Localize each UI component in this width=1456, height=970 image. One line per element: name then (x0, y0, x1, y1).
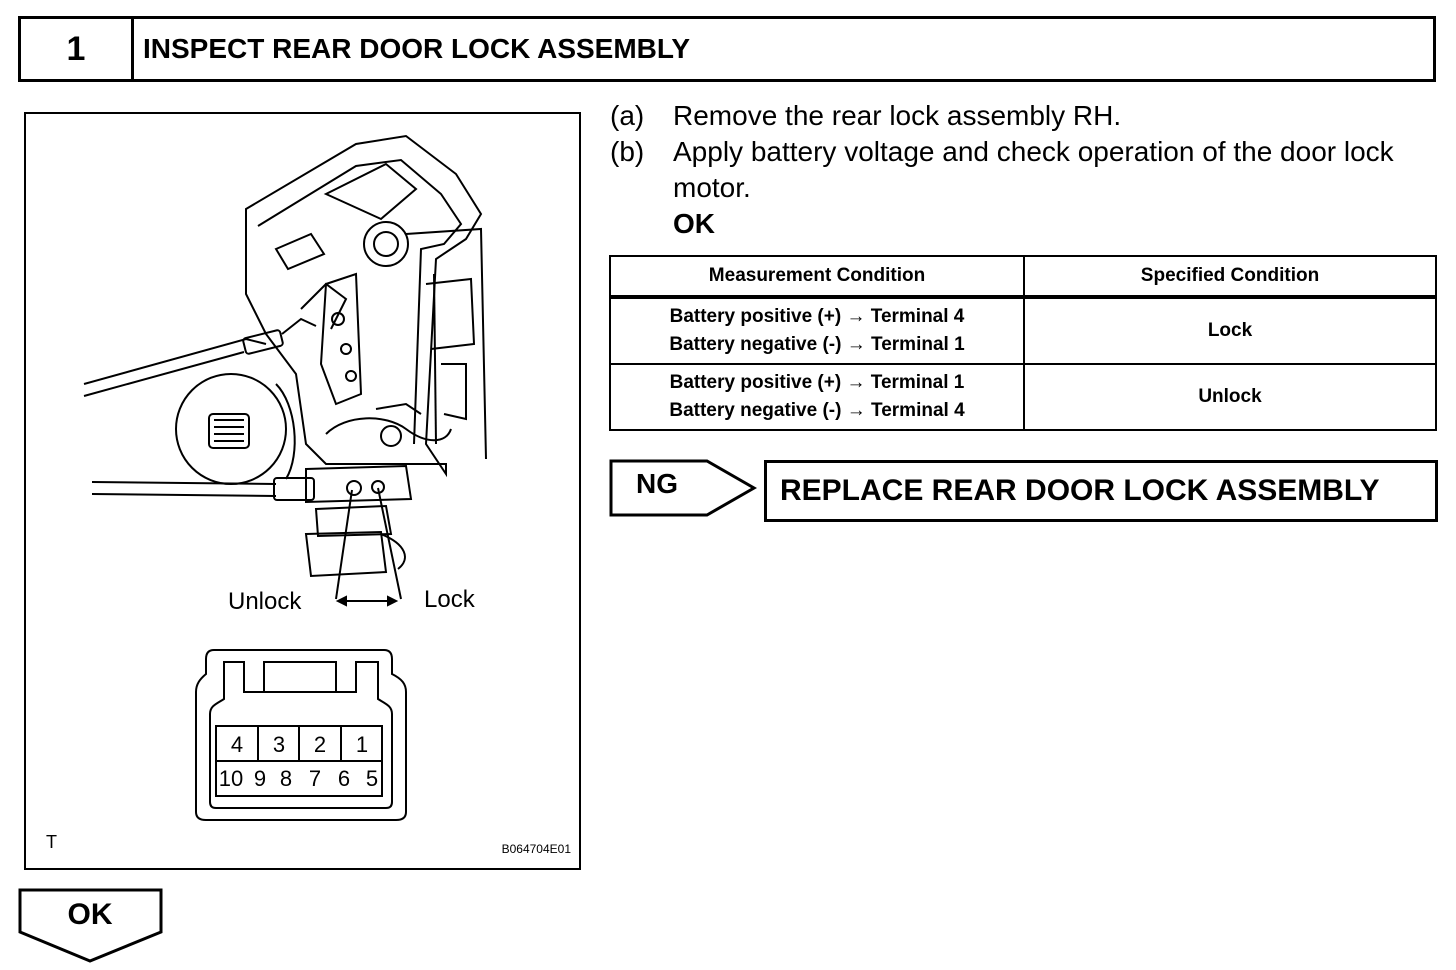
pin-label: 2 (313, 732, 327, 757)
condition-line: Battery positive (+) → Terminal 1 (669, 372, 965, 393)
ng-arrow-tag (609, 459, 757, 517)
column-header: Specified Condition (1023, 255, 1437, 298)
table-header-row: Measurement Condition Specified Conditio… (609, 255, 1437, 298)
ng-action-box: REPLACE REAR DOOR LOCK ASSEMBLY (764, 460, 1438, 522)
procedure-step: (a) Remove the rear lock assembly RH. (610, 98, 1430, 134)
table-row: Battery positive (+) → Terminal 1 Batter… (609, 363, 1437, 431)
pin-label: 5 (365, 766, 379, 791)
pin-label: 8 (279, 766, 293, 791)
pin-label: 3 (272, 732, 286, 757)
procedure-step: (b) Apply battery voltage and check oper… (610, 134, 1430, 206)
pin-label: 10 (218, 766, 244, 791)
pin-label: 9 (253, 766, 267, 791)
pin-label: 7 (308, 766, 322, 791)
ok-label: OK (67, 898, 113, 931)
step-text: Remove the rear lock assembly RH. (673, 100, 1122, 131)
condition-line: Battery positive (+) → Terminal 4 (669, 306, 965, 327)
step-header: 1 INSPECT REAR DOOR LOCK ASSEMBLY (18, 16, 1436, 82)
lock-label: Lock (424, 586, 475, 613)
condition-line: Battery negative (-) → Terminal 1 (669, 334, 965, 355)
table-row: Battery positive (+) → Terminal 4 Batter… (609, 295, 1437, 365)
specified-condition-cell: Lock (1023, 295, 1437, 365)
step-label: (b) (610, 136, 645, 167)
ng-label: NG (636, 468, 678, 499)
step-text: Apply battery voltage and check operatio… (673, 136, 1394, 203)
step-title: INSPECT REAR DOOR LOCK ASSEMBLY (143, 33, 691, 64)
measurement-condition-cell: Battery positive (+) → Terminal 4 Batter… (609, 295, 1025, 365)
door-lock-illustration: Unlock Lock 4 3 2 1 10 9 8 7 6 5 T B0647… (24, 112, 581, 870)
pin-label: 1 (355, 732, 369, 757)
pin-label: 4 (230, 732, 244, 757)
column-header: Measurement Condition (609, 255, 1025, 298)
step-label: (a) (610, 100, 645, 131)
ok-heading: OK (673, 208, 715, 239)
figure-code: B064704E01 (501, 842, 571, 856)
door-lock-drawing (83, 134, 487, 821)
figure-corner-mark: T (46, 832, 57, 852)
measurement-condition-cell: Battery positive (+) → Terminal 1 Batter… (609, 363, 1025, 431)
specification-table: Measurement Condition Specified Conditio… (609, 255, 1437, 431)
pin-label: 6 (337, 766, 351, 791)
unlock-label: Unlock (228, 588, 302, 615)
specified-condition-cell: Unlock (1023, 363, 1437, 431)
ok-arrow-tag (18, 888, 163, 963)
condition-line: Battery negative (-) → Terminal 4 (669, 400, 965, 421)
procedure-steps: (a) Remove the rear lock assembly RH. (b… (610, 98, 1430, 206)
step-number: 1 (21, 19, 134, 79)
